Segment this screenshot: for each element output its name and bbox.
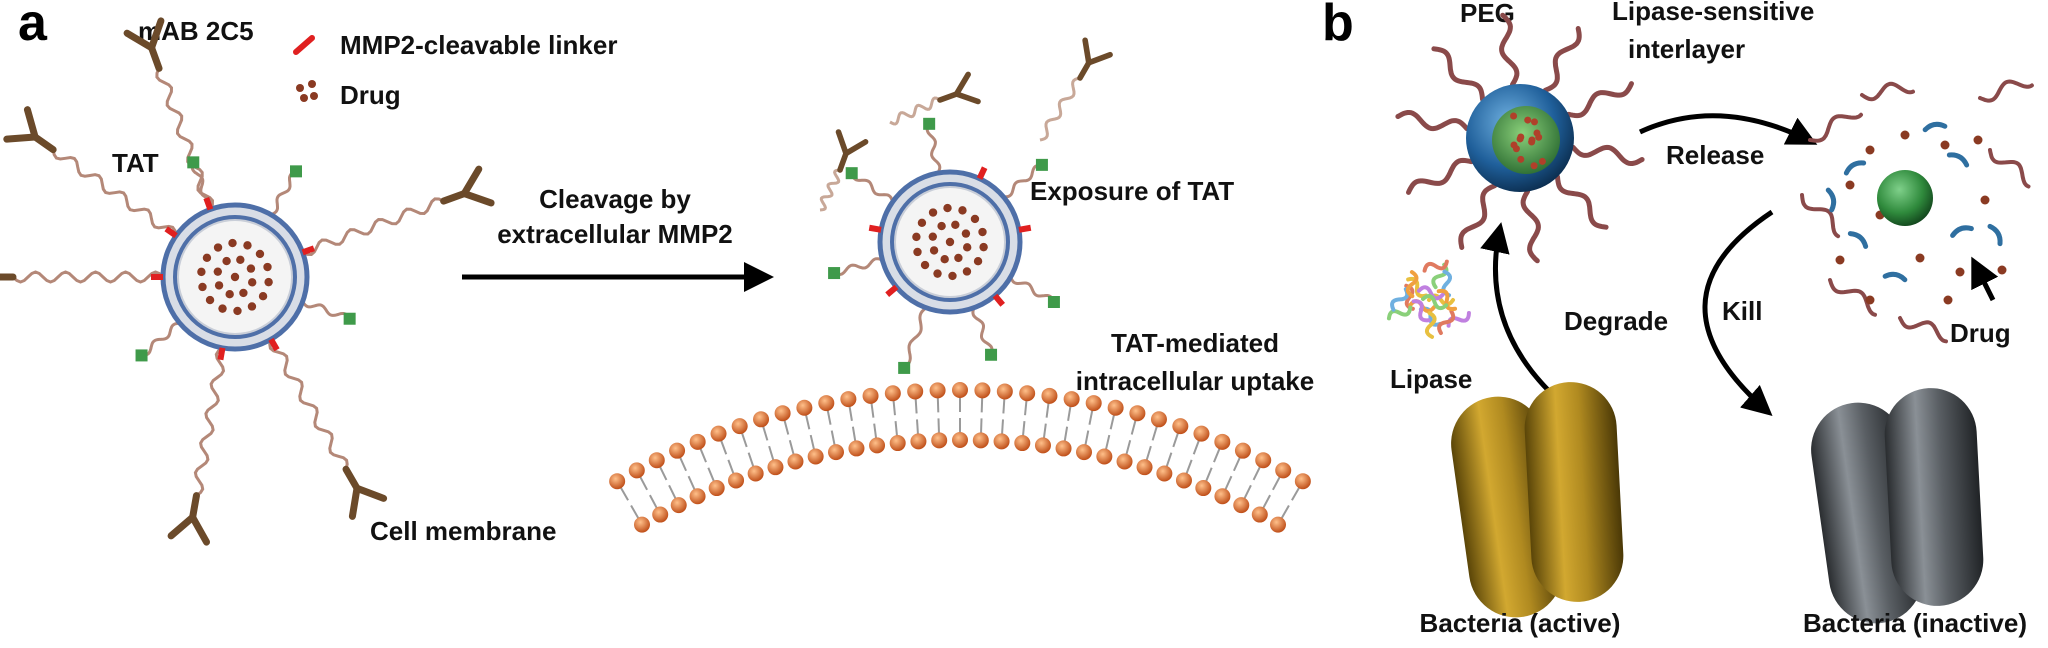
release-label: Release bbox=[1666, 140, 1764, 170]
uptake-label-line2: intracellular uptake bbox=[1076, 366, 1314, 396]
peg-label: PEG bbox=[1460, 0, 1515, 28]
lipase-label: Lipase bbox=[1390, 364, 1472, 394]
drug-label-b: Drug bbox=[1950, 318, 2011, 348]
interlayer-label-line2: interlayer bbox=[1628, 34, 1745, 64]
liposome-exposed-tat bbox=[828, 117, 1060, 374]
legend-drug-icon bbox=[296, 80, 318, 102]
liposome-decorated bbox=[0, 17, 495, 546]
cleavage-label-line2: extracellular MMP2 bbox=[497, 219, 733, 249]
peg-nanoparticle bbox=[1395, 12, 1645, 264]
exposure-label: Exposure of TAT bbox=[1030, 176, 1234, 206]
cleavage-label-line1: Cleavage by bbox=[539, 184, 691, 214]
bacteria-active-label: Bacteria (active) bbox=[1420, 608, 1621, 638]
bacteria-inactive-label: Bacteria (inactive) bbox=[1803, 608, 2027, 638]
legend-linker-icon bbox=[293, 35, 315, 55]
membrane-label: Cell membrane bbox=[370, 516, 556, 546]
panel-b-letter: b bbox=[1322, 0, 1354, 52]
bacteria-inactive-icon bbox=[1811, 388, 1984, 624]
bacteria-active-icon bbox=[1451, 382, 1624, 618]
kill-arrow bbox=[1702, 209, 1774, 416]
cell-membrane-bilayer bbox=[609, 382, 1311, 533]
lipase-protein-icon bbox=[1386, 259, 1471, 339]
uptake-label-line1: TAT-mediated bbox=[1111, 328, 1279, 358]
kill-label: Kill bbox=[1722, 296, 1762, 326]
released-core-with-drug bbox=[1800, 79, 2034, 344]
interlayer-label-line1: Lipase-sensitive bbox=[1612, 0, 1814, 26]
tat-label: TAT bbox=[112, 148, 159, 178]
release-arrow bbox=[1638, 113, 1818, 145]
degrade-arrow bbox=[1480, 222, 1550, 392]
legend-drug-label: Drug bbox=[340, 80, 401, 110]
panel-a-letter: a bbox=[18, 0, 48, 52]
legend-linker-label: MMP2-cleavable linker bbox=[340, 30, 617, 60]
cleaved-antibody-fragments bbox=[819, 37, 1113, 212]
degrade-label: Degrade bbox=[1564, 306, 1668, 336]
drug-pointer-arrow bbox=[1971, 256, 1999, 302]
